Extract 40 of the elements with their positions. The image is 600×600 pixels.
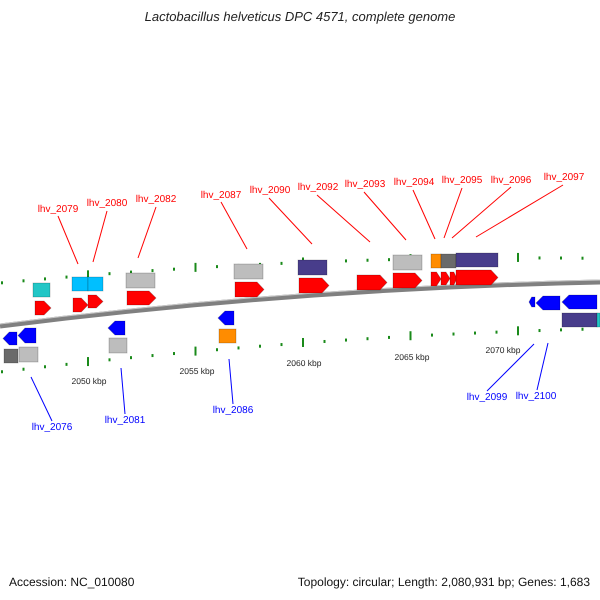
scale-label: 2070 kbp	[486, 345, 520, 355]
gene-label: lhv_2081	[104, 415, 146, 427]
gene-label: lhv_2090	[250, 185, 290, 197]
leader-line	[444, 188, 462, 238]
leader-line	[138, 206, 156, 258]
leader-line	[30, 376, 52, 422]
leader-line	[452, 186, 512, 238]
leader-line	[412, 190, 436, 240]
leader-line	[120, 368, 126, 414]
scale-label: 2055 kbp	[180, 366, 214, 376]
genome-summary: Topology: circular; Length: 2,080,931 bp; Genes: 1,683	[298, 575, 590, 589]
leader-line	[268, 198, 312, 244]
leader-line	[536, 342, 548, 390]
gene-label: lhv_2096	[490, 175, 532, 187]
scale-label: 2060 kbp	[286, 358, 322, 368]
gene-label: lhv_2100	[516, 391, 556, 403]
leader-line	[92, 210, 108, 262]
leader-line	[228, 358, 234, 404]
accession-label: Accession: NC_010080	[9, 575, 134, 589]
scale-label: 2050 kbp	[72, 376, 106, 386]
gene-label: lhv_2097	[544, 172, 584, 184]
scale-label: 2065 kbp	[394, 352, 430, 362]
gene-label: lhv_2087	[200, 190, 242, 202]
leader-line	[486, 344, 534, 392]
gene-label: lhv_2095	[442, 175, 482, 187]
gene-label: lhv_2099	[466, 392, 508, 404]
leader-line	[220, 202, 248, 250]
leader-line	[364, 192, 406, 240]
title: Lactobacillus helveticus DPC 4571, complete genome	[144, 9, 456, 24]
leader-line	[316, 194, 370, 242]
gene-label: lhv_2094	[394, 177, 434, 189]
gene-label: lhv_2076	[32, 422, 72, 434]
gene-label: lhv_2092	[298, 182, 338, 194]
gene-label: lhv_2080	[86, 198, 128, 210]
gene-label: lhv_2093	[344, 179, 386, 191]
leader-line	[476, 184, 564, 238]
gene-label: lhv_2079	[38, 204, 78, 216]
leader-line	[58, 216, 78, 264]
gene-label: lhv_2086	[212, 405, 254, 417]
gene-label: lhv_2082	[136, 194, 176, 206]
